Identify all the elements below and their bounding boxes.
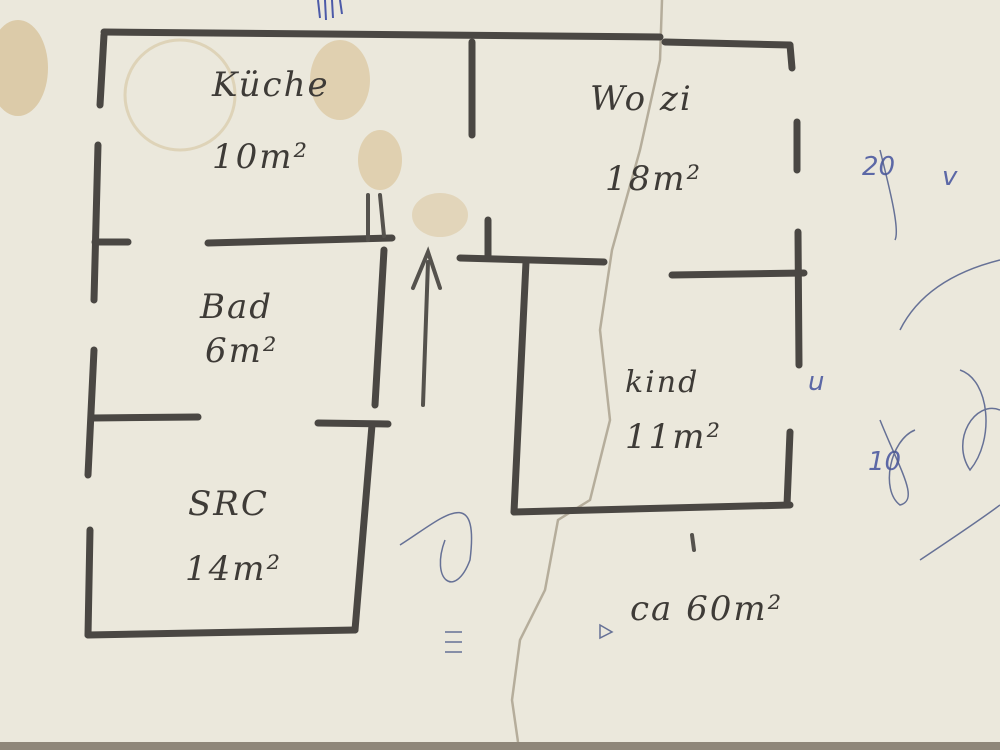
table-edge — [0, 742, 1000, 750]
ink-mark — [317, 0, 343, 21]
room-label-wozi-name: Wo zi — [590, 79, 693, 119]
room-label-kueche-area: 10m² — [212, 137, 309, 177]
pen-scribble-20: 20 — [862, 152, 895, 182]
room-label-wozi-area: 18m² — [605, 159, 702, 199]
entrance-arrow — [411, 246, 442, 407]
room-label-kind-name: kind — [625, 365, 699, 400]
pen-scribble-u: u — [808, 367, 824, 397]
coffee-stains — [0, 20, 468, 237]
paper-tear — [510, 0, 664, 743]
room-label-src-area: 14m² — [185, 549, 282, 589]
room-label-bad-area: 6m² — [205, 331, 279, 371]
walls — [84, 28, 808, 639]
pen-scribble-v: v — [942, 162, 958, 192]
total-area-label: ca 60m² — [630, 589, 783, 629]
room-label-kind-area: 11m² — [625, 417, 722, 457]
room-label-src-name: SRC — [188, 484, 269, 524]
pen-scribble-10: 10 — [868, 447, 901, 477]
room-label-kueche-name: Küche — [211, 65, 330, 105]
room-labels: Küche 10m² Wo zi 18m² Bad 6m² SRC 14m² k… — [185, 65, 783, 629]
room-label-bad-name: Bad — [199, 287, 273, 327]
pen-scribbles: 20 v u 10 — [399, 149, 1000, 653]
